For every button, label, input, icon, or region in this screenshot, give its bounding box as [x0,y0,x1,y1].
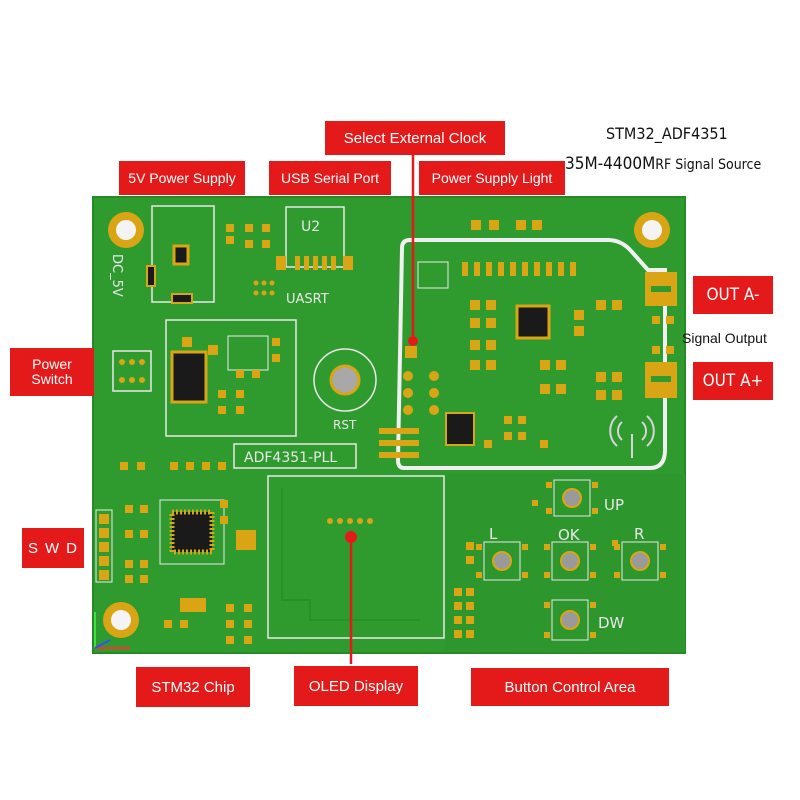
r-silk: R [634,525,644,543]
passives-top-left [226,224,270,248]
pll-components [403,261,655,458]
rst-silk: RST [333,418,357,432]
button-l-footprint [476,541,528,581]
adf4351-label-box [233,443,357,469]
reset-button-footprint [313,348,377,412]
usb-connector-footprint [276,206,353,270]
origin-marker [94,612,130,649]
power-led-pad [405,346,417,358]
oled-leader-dot [345,531,357,543]
regulator-block [165,319,297,437]
passives-top-right [471,220,542,230]
label-power-switch: Power Switch [10,348,94,396]
clock-select-header [403,371,439,415]
frequency-range: 35M-4400M [565,154,656,174]
mounting-hole-tr [634,212,670,248]
button-up-footprint [546,479,598,517]
dc-jack-footprint [146,205,215,304]
button-dw-footprint [544,599,596,641]
label-oled-display: OLED Display [294,666,418,706]
ok-silk: OK [558,526,581,544]
button-ok-footprint [544,541,596,581]
up-silk: UP [604,496,624,514]
pll-connector-pins [379,428,419,458]
label-5v-power-supply: 5V Power Supply [119,161,245,195]
sma-out-a-minus [645,272,677,306]
clock-leader-dot [408,336,418,346]
signal-output-caption: Signal Output [682,330,767,346]
sma-out-a-plus [645,362,677,398]
power-switch-footprint [112,350,152,392]
leader-lines [349,155,415,664]
rf-shield-outline [395,238,667,470]
swd-header [95,509,113,583]
product-subtitle: 35M-4400MRF Signal Source [565,154,761,174]
label-usb-serial-port: USB Serial Port [269,161,391,195]
label-stm32-chip: STM32 Chip [136,667,250,707]
subtitle-suffix: RF Signal Source [655,157,762,173]
mounting-hole-tl [108,212,144,248]
label-button-control-area: Button Control Area [471,668,669,706]
adf4351-pll-silk: ADF4351-PLL [244,450,337,466]
label-power-supply-light: Power Supply Light [419,161,565,195]
oled-footprint [267,475,445,639]
l-silk: L [489,525,498,543]
antenna-logo [609,415,655,458]
dw-silk: DW [598,614,625,632]
u2-silk: U2 [301,219,320,235]
label-out-a-minus: OUT A- [693,276,773,314]
output-passives [652,316,674,354]
label-select-external-clock: Select External Clock [325,121,505,155]
label-out-a-plus: OUT A+ [693,362,773,400]
button-passives [454,500,618,638]
stm32-chip-footprint [120,462,256,644]
uart-vias [253,280,275,296]
product-title: STM32_ADF4351 [606,124,728,143]
label-swd: SWD [22,528,84,568]
mounting-hole-bl [103,602,139,638]
button-r-footprint [614,541,666,581]
uasrt-silk: UASRT [286,292,329,307]
dc-5v-silk: DC_5V [109,254,124,297]
